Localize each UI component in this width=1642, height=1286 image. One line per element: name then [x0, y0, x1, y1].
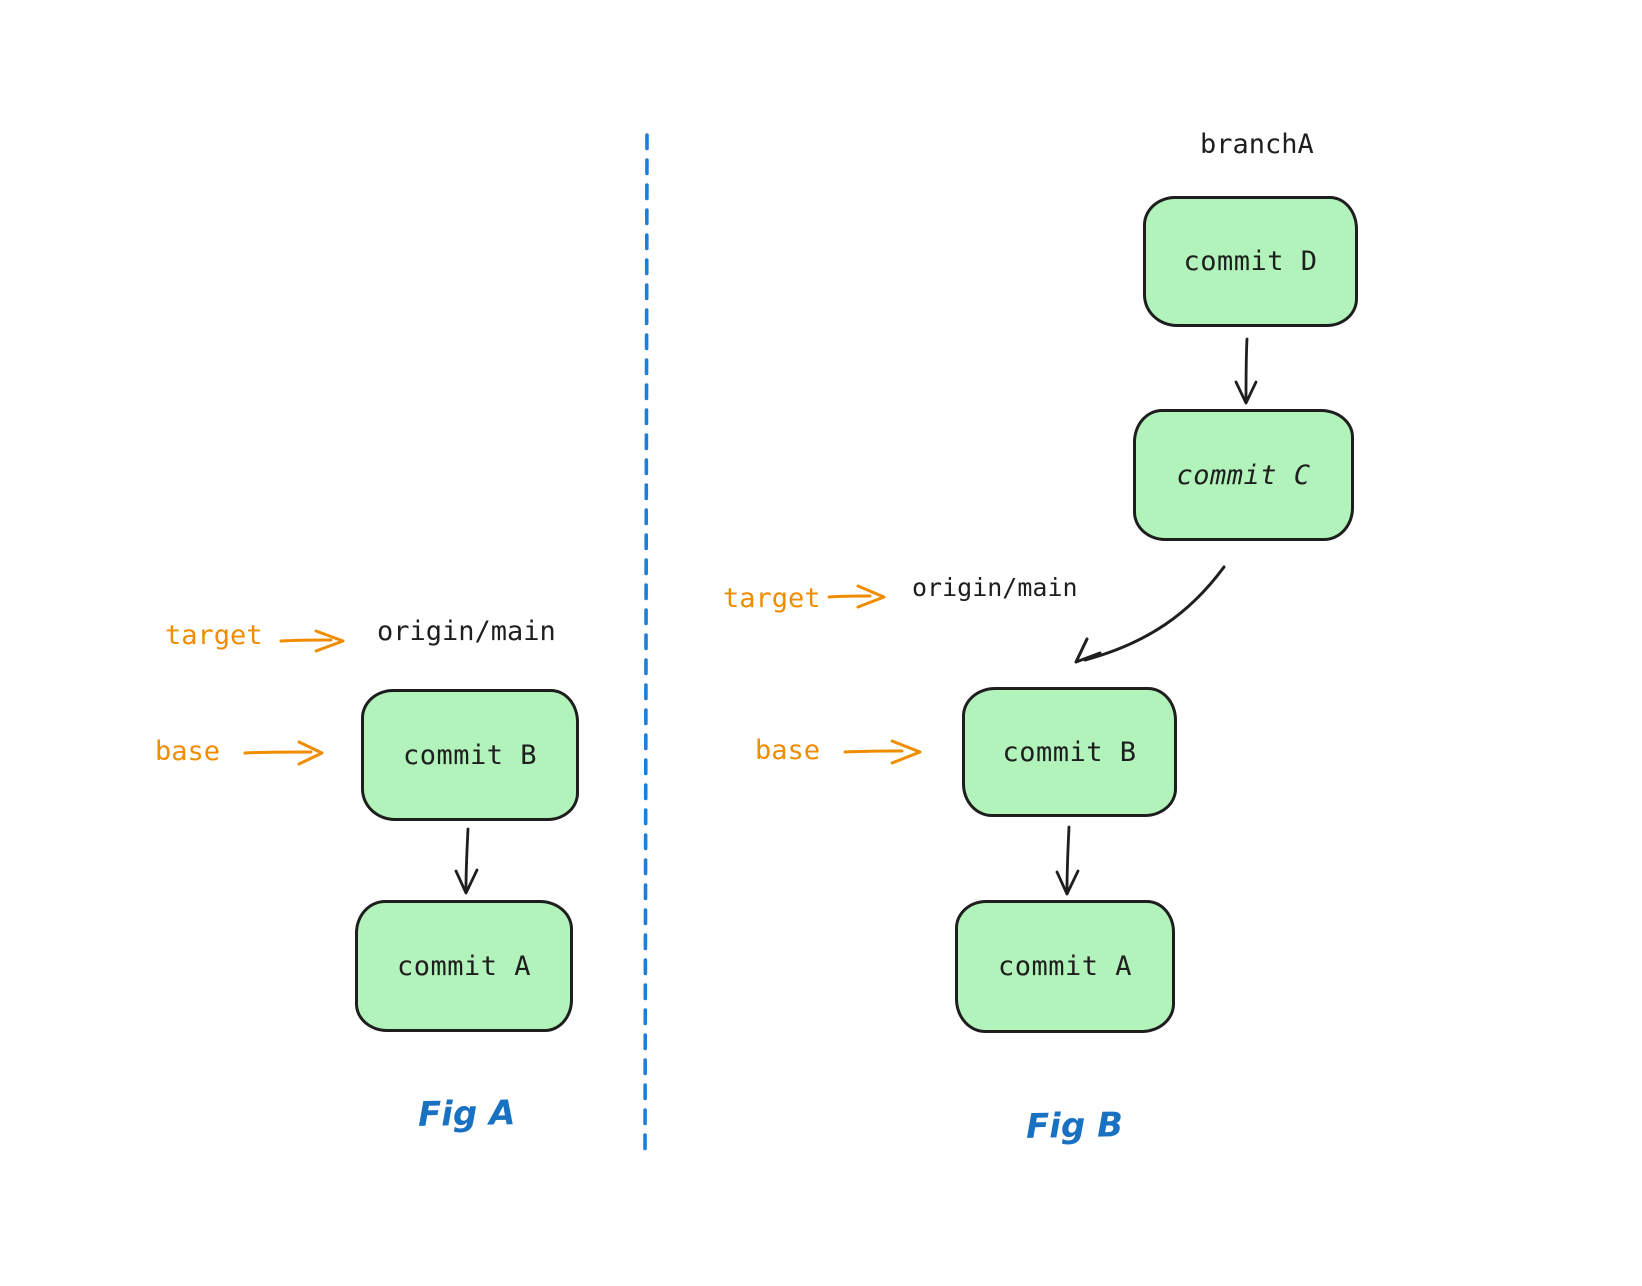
- fig-b-base-arrow: [843, 739, 922, 765]
- fig-a-commit-b-label: commit B: [402, 739, 538, 771]
- fig-b-commit-c-label: commit C: [1176, 459, 1311, 491]
- fig-b-commit-b-label: commit B: [1002, 736, 1137, 768]
- fig-b-commit-c-to-b-curved-arrow: [1074, 565, 1226, 664]
- fig-b-caption: Fig B: [1025, 1105, 1124, 1147]
- fig-b-commit-b-to-a-arrow: [1055, 825, 1080, 896]
- fig-a-base-arrow: [243, 740, 324, 766]
- figure-divider-dashed-line: [643, 133, 649, 1161]
- fig-b-branch-label: branchA: [1200, 129, 1314, 160]
- fig-a-commit-a-node: commit A: [355, 900, 573, 1032]
- fig-b-origin-main-ref: origin/main: [912, 573, 1078, 602]
- fig-a-caption: Fig A: [417, 1093, 516, 1135]
- fig-a-commit-b-to-a-arrow: [454, 827, 479, 895]
- fig-b-commit-d-node: commit D: [1143, 196, 1358, 327]
- fig-a-target-arrow: [279, 629, 345, 653]
- fig-a-commit-b-node: commit B: [361, 689, 579, 821]
- fig-b-commit-a-node: commit A: [955, 900, 1175, 1033]
- fig-b-commit-d-label: commit D: [1183, 246, 1318, 277]
- fig-a-origin-main-ref: origin/main: [377, 616, 556, 647]
- fig-b-commit-b-node: commit B: [962, 687, 1177, 817]
- fig-a-commit-a-label: commit A: [396, 950, 532, 982]
- fig-b-commit-c-node: commit C: [1133, 409, 1354, 541]
- fig-a-target-label: target: [165, 620, 263, 651]
- fig-b-commit-a-label: commit A: [997, 951, 1133, 982]
- fig-b-base-label: base: [755, 735, 821, 766]
- fig-b-target-label: target: [723, 583, 821, 614]
- fig-a-base-label: base: [155, 736, 221, 767]
- fig-b-commit-d-to-c-arrow: [1234, 337, 1258, 405]
- fig-b-target-arrow: [827, 584, 886, 609]
